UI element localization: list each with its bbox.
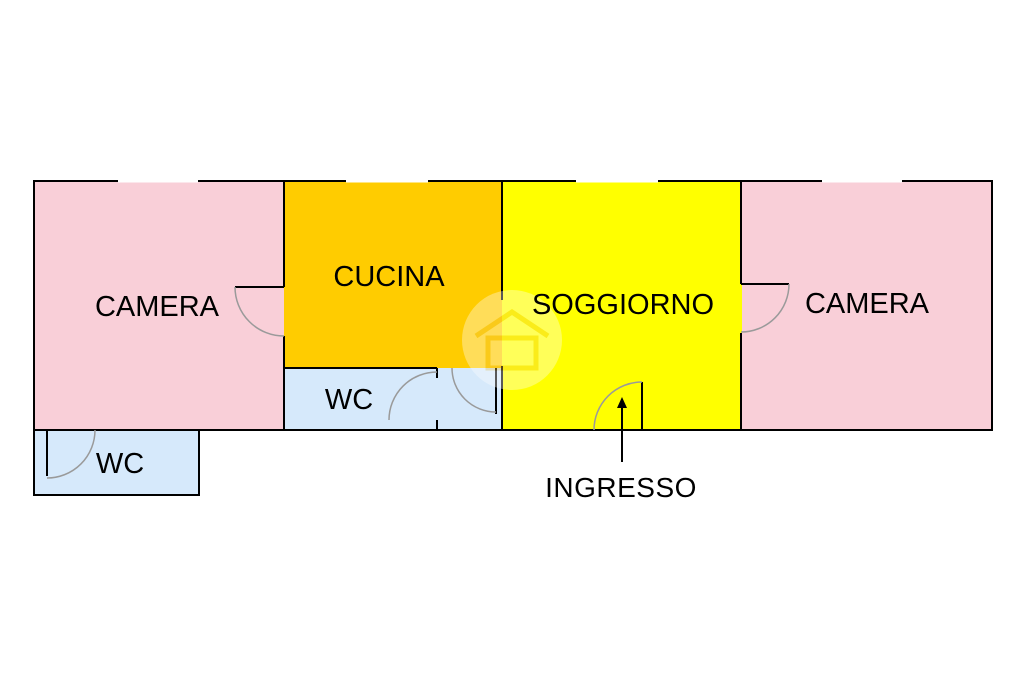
label-soggiorno: SOGGIORNO (532, 289, 714, 321)
label-camera-right: CAMERA (805, 288, 930, 320)
door-wc-inner (451, 367, 497, 413)
doors (46, 283, 790, 479)
door-camera-right (740, 283, 790, 333)
room-camera-left (34, 181, 284, 430)
home-logo-watermark (462, 290, 562, 390)
label-wc-left: WC (96, 448, 144, 480)
door-camera-left (234, 286, 285, 337)
entrance-arrow (617, 397, 627, 462)
door-wc-center (388, 371, 438, 421)
label-wc-center: WC (325, 384, 373, 416)
label-ingresso: INGRESSO (545, 472, 697, 503)
door-entrance (593, 381, 643, 431)
door-wc-left (46, 429, 96, 479)
room-wc-left (34, 430, 199, 495)
label-cucina: CUCINA (333, 261, 445, 293)
room-cucina (284, 181, 502, 368)
label-camera-left: CAMERA (95, 291, 220, 323)
room-soggiorno (502, 181, 742, 430)
